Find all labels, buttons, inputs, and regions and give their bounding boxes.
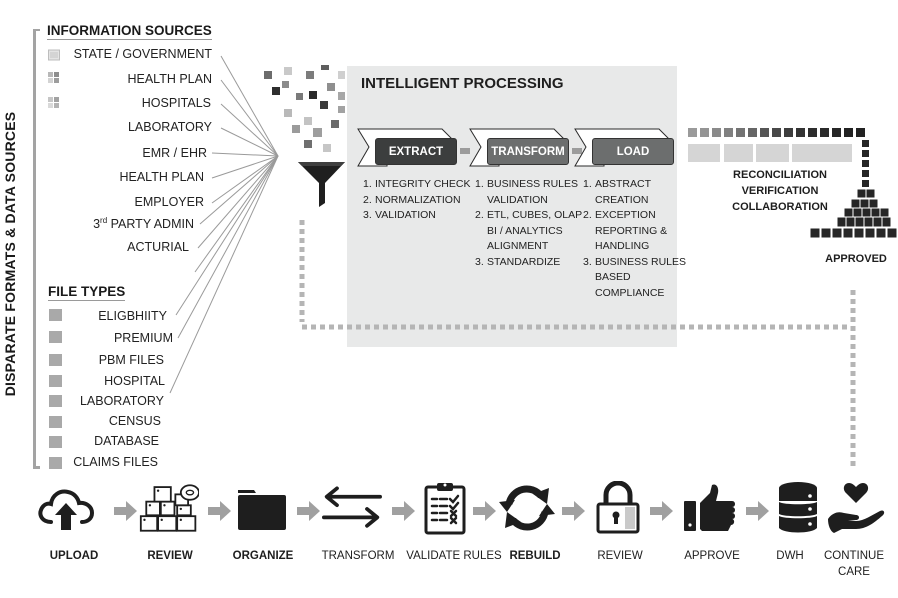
- flow-label-dwh: DWH: [776, 550, 804, 562]
- data-squares: [264, 65, 345, 152]
- source-acturial: ACTURIAL: [127, 240, 189, 254]
- flow-arrow-icon: [473, 501, 496, 521]
- checklist-icon: [415, 482, 475, 535]
- list-item: 3.STANDARDIZE: [475, 255, 561, 268]
- verification-labels: RECONCILIATION VERIFICATION COLLABORATIO…: [726, 167, 834, 215]
- flow-arrow-icon: [208, 501, 231, 521]
- list-item: 2.NORMALIZATION: [363, 193, 461, 206]
- transform-list: 1.BUSINESS RULES VALIDATION 2.ETL, CUBES…: [475, 177, 582, 270]
- flow-arrow-icon: [114, 501, 137, 521]
- source-laboratory: LABORATORY: [127, 120, 212, 134]
- step-connector: [460, 148, 470, 154]
- boxes-icon: [139, 482, 199, 534]
- approved-label: APPROVED: [825, 253, 887, 265]
- padlock-icon: [588, 481, 648, 534]
- transform-button: TRANSFORM: [487, 138, 569, 165]
- flow-arrow-icon: [562, 501, 585, 521]
- list-item: 2.ETL, CUBES, OLAP BI / ANALYTICS ALIGNM…: [475, 209, 583, 252]
- flow-label-upload: UPLOAD: [49, 550, 99, 562]
- source-emr-ehr: EMR / EHR: [142, 146, 207, 160]
- verification-graphic: [688, 128, 898, 239]
- verification-label: VERIFICATION: [741, 185, 819, 197]
- source-third-party-admin: 3rd PARTY ADMIN: [93, 216, 194, 231]
- thumbs-up-icon: [680, 482, 740, 534]
- flow-label-review: REVIEW: [147, 550, 193, 562]
- file-type-laboratory: LABORATORY: [79, 394, 164, 408]
- source-hospitals: HOSPITALS: [141, 96, 211, 110]
- swap-arrows-icon: [322, 482, 382, 534]
- list-item: 1.ABSTRACT CREATION: [583, 178, 652, 206]
- file-types-heading: FILE TYPES: [48, 284, 126, 301]
- dropping-squares: [862, 140, 869, 187]
- list-item: 1.INTEGRITY CHECK: [363, 178, 471, 190]
- collaboration-label: COLLABORATION: [732, 201, 828, 213]
- source-health-plan-2: HEALTH PLAN: [119, 170, 204, 184]
- file-type-pbm-files: PBM FILES: [98, 353, 164, 367]
- file-type-square: [49, 309, 62, 321]
- flow-arrow-icon: [392, 501, 415, 521]
- intelligent-processing-panel: [347, 66, 677, 347]
- load-button: LOAD: [592, 138, 674, 165]
- grid-icon: [48, 97, 59, 108]
- flow-label-organize: ORGANIZE: [232, 550, 294, 562]
- step-connector: [572, 148, 582, 154]
- side-bracket: [33, 29, 40, 469]
- file-type-square: [49, 395, 62, 407]
- heart-hand-icon: [826, 482, 886, 534]
- flow-label-validate-rules: VALIDATE RULES: [406, 550, 502, 562]
- cloud-upload-icon: [36, 482, 96, 534]
- document-icon: [48, 49, 60, 61]
- file-type-square: [49, 354, 62, 366]
- file-type-database: DATABASE: [94, 434, 159, 448]
- source-state-government: STATE / GOVERNMENT: [73, 47, 212, 61]
- flow-label-approve: APPROVE: [684, 550, 740, 562]
- flow-arrow-icon: [297, 501, 320, 521]
- file-type-eligibility: ELIGBHIITY: [98, 309, 167, 323]
- file-type-premium: PREMIUM: [113, 331, 173, 345]
- file-type-square: [49, 331, 62, 343]
- label-superscript: rd: [100, 216, 108, 225]
- flow-arrow-icon: [650, 501, 673, 521]
- source-health-plan: HEALTH PLAN: [127, 72, 212, 86]
- file-type-square: [49, 436, 62, 448]
- flow-arrow-icon: [746, 501, 769, 521]
- file-type-hospital: HOSPITAL: [104, 374, 165, 388]
- refresh-icon: [497, 482, 557, 534]
- reconciliation-label: RECONCILIATION: [733, 169, 827, 181]
- database-icon: [768, 482, 828, 534]
- label-rest: PARTY ADMIN: [107, 217, 194, 232]
- file-type-census: CENSUS: [108, 414, 161, 428]
- file-type-claims-files: CLAIMS FILES: [73, 455, 158, 469]
- list-item: 1.BUSINESS RULES VALIDATION: [475, 178, 579, 206]
- progress-squares-row: [688, 128, 865, 137]
- flow-label-continue-care: CONTINUE CARE: [823, 550, 885, 578]
- label-prefix: 3: [93, 217, 101, 232]
- file-type-square: [49, 457, 62, 469]
- flow-label-transform: TRANSFORM: [321, 550, 395, 562]
- information-sources-heading: INFORMATION SOURCES: [47, 23, 212, 40]
- funnel-icon: [264, 65, 345, 207]
- file-type-square: [49, 416, 62, 428]
- folder-icon: [232, 482, 292, 534]
- flow-label-rebuild: REBUILD: [509, 550, 561, 562]
- light-bars: [688, 144, 852, 162]
- list-item: 3.BUSINESS RULES BASED COMPLIANCE: [583, 255, 687, 299]
- file-type-square: [49, 375, 62, 387]
- list-item: 3.VALIDATION: [363, 209, 436, 221]
- approved-pyramid: [809, 188, 898, 239]
- list-item: 2.EXCEPTION REPORTING & HANDLING: [583, 209, 668, 252]
- extract-list: 1.INTEGRITY CHECK 2.NORMALIZATION 3.VALI…: [363, 177, 470, 224]
- funnel-shape: [298, 162, 345, 207]
- flow-label-review-2: REVIEW: [597, 550, 643, 562]
- extract-button: EXTRACT: [375, 138, 457, 165]
- grid-icon: [48, 72, 59, 83]
- processing-title: INTELLIGENT PROCESSING: [361, 75, 564, 92]
- load-list: 1.ABSTRACT CREATION 2.EXCEPTION REPORTIN…: [583, 177, 686, 301]
- source-employer: EMPLOYER: [134, 195, 204, 209]
